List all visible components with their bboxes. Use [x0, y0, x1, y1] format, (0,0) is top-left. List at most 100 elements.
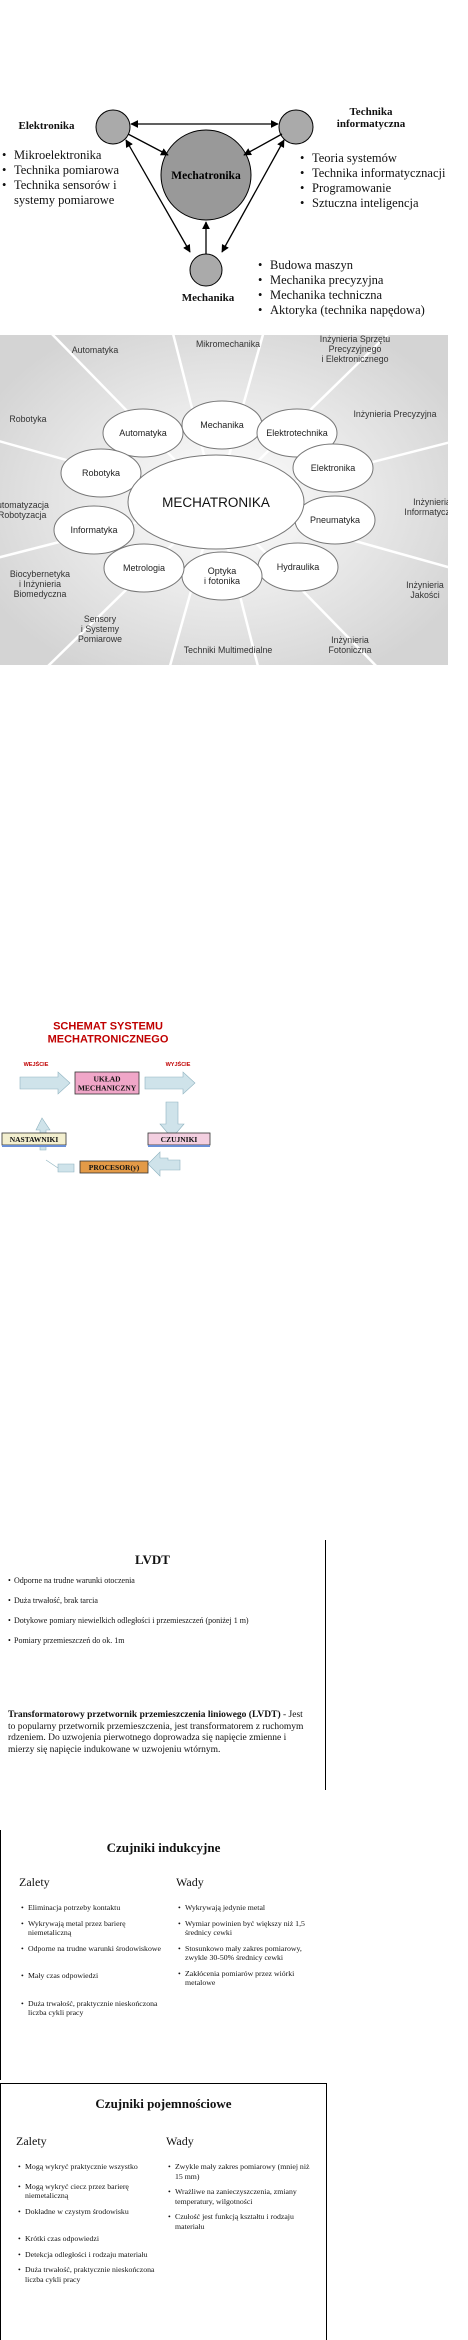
lvdt-bullets: Odporne na trudne warunki otoczenia Duża… [8, 1576, 308, 1656]
lvdt-description-bold: Transformatorowy przetwornik przemieszcz… [8, 1710, 281, 1720]
inductive-sensors-slide: Czujniki indukcyjne Zalety Wady Eliminac… [0, 1830, 326, 2080]
outer-field-label: Automatyka [72, 345, 119, 355]
list-item: Czułość jest funkcją kształtu i rodzaju … [168, 2212, 313, 2231]
sensors-box-label: CZUJNIKI [161, 1135, 198, 1144]
input-label: WEJŚCIE [24, 1061, 49, 1068]
triad-svg: Mechatronika [95, 109, 314, 287]
mechanical-system-box [74, 1071, 140, 1095]
inner-node-label: Informatyka [70, 525, 117, 535]
down-arrow [159, 1101, 185, 1139]
center-node-label: MECHATRONIKA [162, 495, 270, 510]
list-item: Teoria systemów [300, 151, 468, 166]
list-item: Wykrywają metal przez barierę niemetalic… [21, 1919, 161, 1938]
list-item: Zwykle mały zakres pomiarowy (mniej niż … [168, 2162, 313, 2181]
capacitive-pros-heading: Zalety [16, 2134, 47, 2148]
list-item: Mogą wykryć ciecz przez barierę niemetal… [18, 2182, 158, 2201]
inner-node [103, 543, 185, 593]
outer-field-label: Mikromechanika [196, 339, 260, 349]
inductive-cons-heading: Wady [176, 1875, 204, 1889]
inner-node-label: Metrologia [123, 563, 165, 573]
capacitive-sensors-slide: Czujniki pojemnościowe Zalety Wady Mogą … [0, 2083, 327, 2340]
informatics-label: Technika informatyczna [336, 106, 406, 130]
list-item: Budowa maszyn [258, 258, 463, 273]
connector-arrow [125, 139, 191, 253]
inner-node-label: Mechanika [200, 420, 244, 430]
outer-field-label: Robotyka [9, 414, 46, 424]
output-label: WYJŚCIE [166, 1061, 191, 1068]
processor-box [79, 1160, 149, 1174]
list-item: Wykrywają jedynie metal [178, 1903, 318, 1913]
list-item: Technika sensorów i systemy pomiarowe [2, 178, 127, 208]
informatics-circle [278, 109, 314, 145]
capacitive-cons-heading: Wady [166, 2134, 194, 2148]
list-item: Sztuczna inteligencja [300, 196, 468, 211]
lvdt-slide: LVDT Odporne na trudne warunki otoczenia… [0, 1540, 326, 1790]
mechanics-circle [189, 253, 223, 287]
list-item: Dotykowe pomiary niewielkich odległości … [8, 1616, 308, 1625]
processor-arrow [45, 1159, 75, 1173]
center-node [127, 454, 305, 550]
inner-node-label: Elektrotechnika [266, 428, 328, 438]
list-item: Detekcja odległości i rodzaju materiału [18, 2250, 158, 2260]
inner-node-label: Hydraulika [277, 562, 320, 572]
outer-field-label: Automatyzacjai Robotyzacja [0, 500, 49, 520]
informatics-list: Teoria systemówTechnika informatycznacji… [300, 151, 468, 211]
outer-field-label: Inżynieria Precyzyjna [353, 409, 436, 419]
inner-node-label: Automatyka [119, 428, 167, 438]
processor-box-label: PROCESOR(y) [89, 1163, 140, 1172]
outer-field-label: Techniki Multimedialne [184, 645, 273, 655]
list-item: Stosunkowo mały zakres pomiarowy, zwykle… [178, 1944, 318, 1963]
electronics-circle [95, 109, 131, 145]
input-arrow [19, 1071, 71, 1095]
capacitive-cons-list: Zwykle mały zakres pomiarowy (mniej niż … [168, 2162, 313, 2231]
list-item: Mały czas odpowiedzi [21, 1971, 161, 1981]
connector-arrow [243, 133, 283, 156]
inner-node [102, 408, 184, 458]
list-item: Mechanika techniczna [258, 288, 463, 303]
inner-node-label: Pneumatyka [310, 515, 360, 525]
center-label: Mechatronika [171, 170, 241, 182]
connector-arrow [127, 133, 169, 156]
inner-nodes: Automatyka MechanikaElektrotechnikaElektr… [53, 400, 376, 601]
inductive-cons-list: Wykrywają jedynie metal Wymiar powinien … [178, 1903, 318, 1988]
list-item: Wrażliwe na zanieczyszczenia, zmiany tem… [168, 2187, 313, 2206]
inner-node [60, 448, 142, 498]
return-arrow [147, 1151, 181, 1177]
inner-node-label: Elektronika [311, 463, 356, 473]
list-item: Krótki czas odpowiedzi [18, 2234, 158, 2244]
inner-node [292, 443, 374, 493]
list-item: Duża trwałość, praktycznie nieskończona … [21, 1999, 161, 2018]
lvdt-description-rest: - Jest to popularny przetwornik przemies… [8, 1710, 304, 1755]
list-item: Aktoryka (technika napędowa) [258, 303, 463, 318]
inner-node [53, 505, 135, 555]
capacitive-pros-list: Mogą wykryć praktycznie wszystko Mogą wy… [18, 2162, 158, 2284]
list-item: Dokładne w czystym środowisku [18, 2207, 158, 2217]
list-item: Mikroelektronika [2, 148, 127, 163]
list-item: Wymiar powinien być większy niż 1,5 śred… [178, 1919, 318, 1938]
list-item: Odporne na trudne warunki otoczenia [8, 1576, 308, 1585]
list-item: Odporne na trudne warunki środowiskowe [21, 1944, 161, 1954]
capacitive-title: Czujniki pojemnościowe [95, 2096, 232, 2111]
mechanics-label: Mechanika [181, 292, 235, 304]
inner-node-label: Robotyka [82, 468, 120, 478]
connector-arrow [221, 139, 285, 253]
wheel-svg: AutomatykaMechanikaElektrotechnikaElektr… [0, 94, 468, 910]
electronics-list: MikroelektronikaTechnika pomiarowaTechni… [2, 148, 127, 208]
electronics-label: Elektronika [18, 120, 75, 132]
list-item: Duża trwałość, praktycznie nieskończona … [18, 2265, 158, 2284]
list-item: Mechanika precyzyjna [258, 273, 463, 288]
stripe [148, 1145, 210, 1147]
list-item: Technika informatycznacji [300, 166, 468, 181]
list-item: Zakłócenia pomiarów przez wiórki metalow… [178, 1969, 318, 1988]
list-item: Eliminacja potrzeby kontaktu [21, 1903, 161, 1913]
